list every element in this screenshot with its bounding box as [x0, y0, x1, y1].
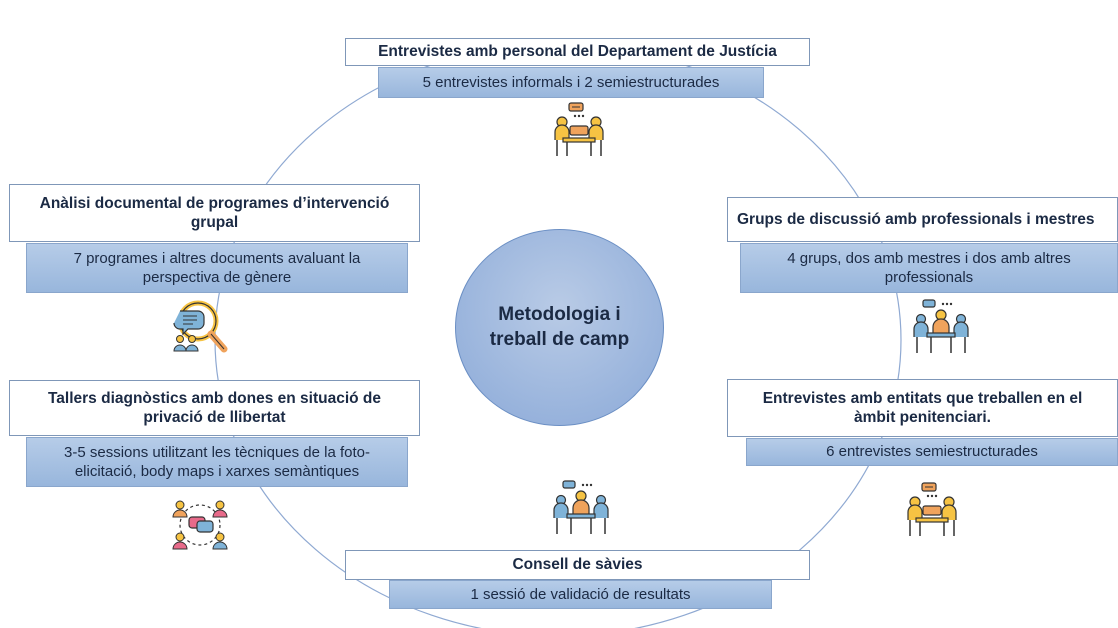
node-top-title: Entrevistes amb personal del Departament…	[345, 38, 810, 66]
document-search-icon	[173, 300, 228, 353]
node-right-bottom-detail-text: 6 entrevistes semiestructurades	[826, 443, 1038, 461]
node-left-top-detail: 7 programes i altres documents avaluant …	[26, 243, 408, 293]
node-bottom-detail: 1 sessió de validació de resultats	[389, 580, 772, 609]
board-meeting-icon	[553, 480, 609, 534]
node-left-top-title: Anàlisi documental de programes d’interv…	[9, 184, 420, 242]
group-discussion-icon	[913, 299, 969, 353]
node-bottom-title-text: Consell de sàvies	[512, 556, 643, 574]
node-top-title-text: Entrevistes amb personal del Departament…	[378, 43, 777, 61]
node-left-top-detail-line1: 7 programes i altres documents avaluant …	[73, 249, 361, 267]
node-top-detail: 5 entrevistes informals i 2 semiestructu…	[378, 67, 764, 98]
node-right-bottom-title-line1: Entrevistes amb entitats que treballen e…	[762, 389, 1083, 407]
node-left-top-title-line1: Anàlisi documental de programes d’interv…	[39, 194, 390, 212]
node-right-top-title: Grups de discussió amb professionals i m…	[727, 197, 1118, 242]
center-circle: Metodologia i treball de camp	[455, 229, 664, 426]
center-title-line2: treball de camp	[489, 328, 630, 350]
node-right-top-detail-line1: 4 grups, dos amb mestres i dos amb altre…	[787, 249, 1071, 267]
node-left-bottom-detail-line1: 3-5 sessions utilitzant les tècniques de…	[64, 443, 370, 461]
center-title-line1: Metodologia i	[498, 303, 621, 325]
workshop-chat-icon	[172, 500, 228, 550]
node-right-bottom-detail: 6 entrevistes semiestructurades	[746, 438, 1118, 466]
node-right-bottom-title-line2: àmbit penitenciari.	[854, 409, 991, 426]
node-right-top-title-text: Grups de discussió amb professionals i m…	[737, 210, 1095, 228]
node-left-bottom-title-line1: Tallers diagnòstics amb dones en situaci…	[47, 389, 382, 407]
node-right-top-detail-line2: professionals	[884, 269, 974, 286]
meeting-interview-icon	[554, 102, 604, 156]
node-right-bottom-title: Entrevistes amb entitats que treballen e…	[727, 379, 1118, 437]
node-left-bottom-title-line2: privació de llibertat	[143, 409, 286, 426]
node-left-bottom-detail-line2: elicitació, body maps i xarxes semàntiqu…	[74, 463, 360, 480]
node-right-top-detail: 4 grups, dos amb mestres i dos amb altre…	[740, 243, 1118, 293]
node-left-top-detail-line2: perspectiva de gènere	[142, 269, 292, 286]
node-left-top-title-line2: grupal	[190, 214, 239, 231]
meeting-interview-icon	[907, 482, 957, 536]
node-bottom-detail-text: 1 sessió de validació de resultats	[470, 585, 691, 603]
node-top-detail-text: 5 entrevistes informals i 2 semiestructu…	[422, 73, 720, 91]
node-left-bottom-detail: 3-5 sessions utilitzant les tècniques de…	[26, 437, 408, 487]
node-left-bottom-title: Tallers diagnòstics amb dones en situaci…	[9, 380, 420, 436]
node-bottom-title: Consell de sàvies	[345, 550, 810, 580]
